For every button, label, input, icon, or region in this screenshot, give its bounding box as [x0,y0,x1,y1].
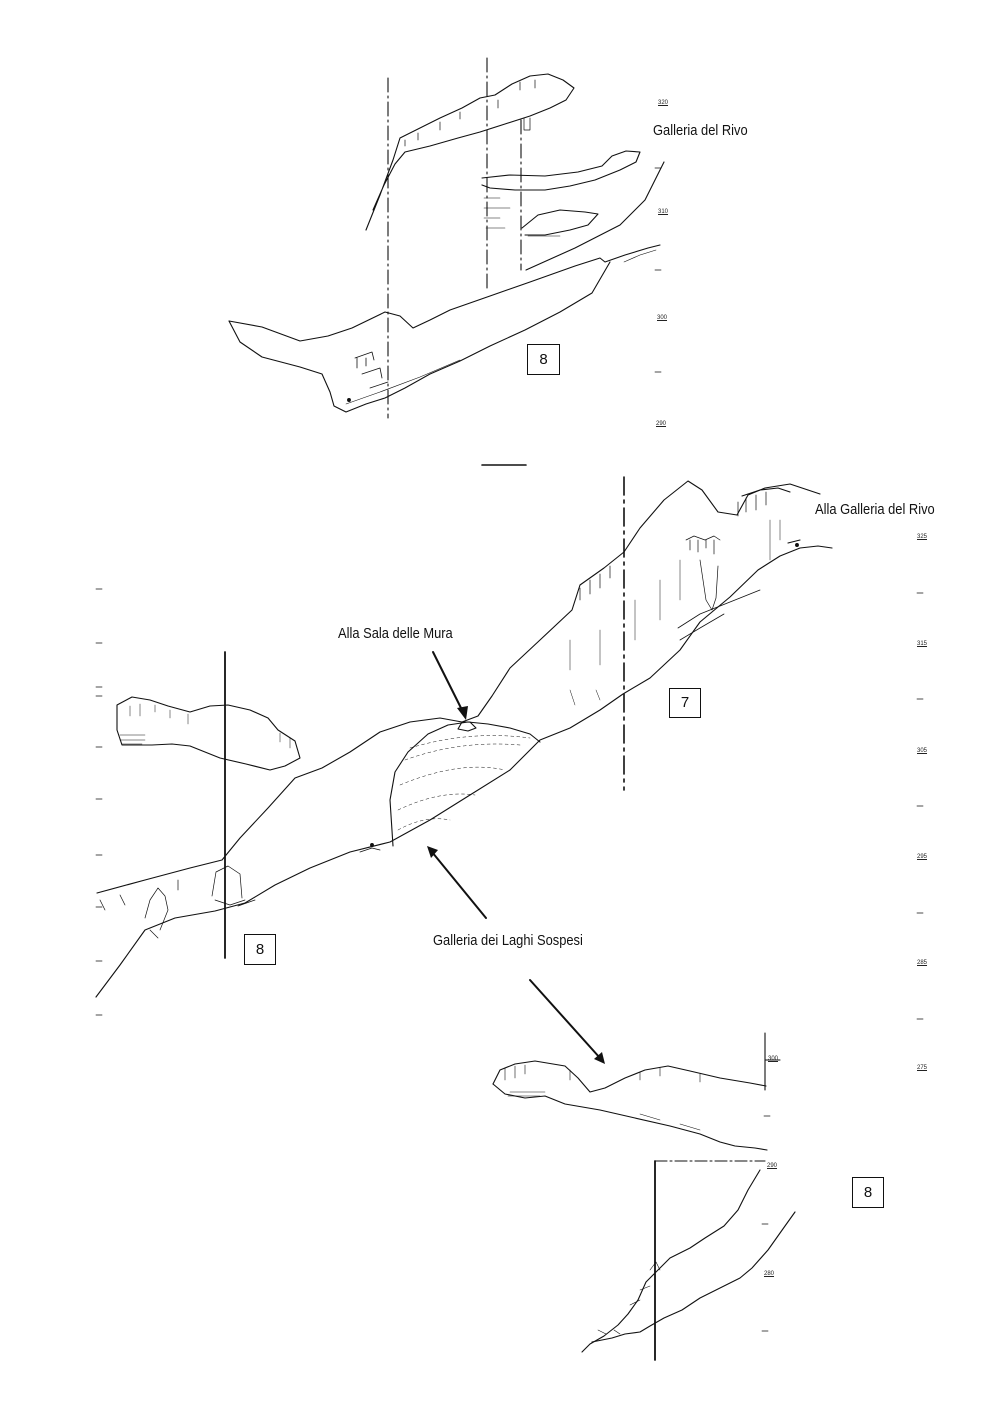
top-upper-gallery-drip [404,79,536,147]
top-right-gallery-1 [481,150,641,191]
middle-right-speleothems [579,491,767,611]
middle-survey-point-1 [370,843,374,847]
top-elevation-320: 320 [658,100,669,106]
label-galleria-dei-laghi-sospesi: Galleria dei Laghi Sospesi [433,932,583,949]
top-elevation-290: 290 [656,421,667,427]
label-galleria-del-rivo: Galleria del Rivo [653,122,748,139]
middle-elevation-285: 285 [917,960,928,966]
top-main-passage-lower [228,261,611,413]
bottom-descending-detail [597,1261,661,1335]
middle-floor-profile [95,545,833,998]
bottom-descending-floor [591,1211,796,1343]
middle-elevation-315: 315 [917,641,928,647]
middle-wall-hatch [569,519,781,706]
top-right-slope [525,161,665,271]
top-elevation-310: 310 [658,209,669,215]
arrow-galleria-laghi-up [427,846,487,919]
section-marker-middle-left-label: 8 [255,941,265,958]
top-right-gallery-hatch [483,197,561,237]
section-marker-middle-right: 7 [669,688,701,718]
middle-right-shoulder [677,589,761,641]
top-main-passage-upper [228,244,661,342]
section-marker-top: 8 [527,344,560,375]
arrow-alla-sala [432,651,468,720]
bottom-scale-bracket [764,1032,781,1091]
top-upper-gallery [365,73,575,231]
bottom-upper-passage [492,1060,767,1093]
middle-left-speleothems [99,865,246,939]
bottom-elevation-280: 280 [764,1271,775,1277]
bottom-upper-passage-floor [492,1083,768,1151]
middle-ceiling-profile [96,480,809,894]
label-alla-galleria-del-rivo: Alla Galleria del Rivo [815,501,935,518]
top-main-passage-floor-detail [345,249,657,405]
middle-section [95,476,924,1064]
middle-right-scale-ticks [916,592,924,1020]
section-marker-top-label: 8 [539,351,548,368]
middle-left-gallery-hatch [119,703,291,749]
bottom-elevation-300: 300 [768,1056,779,1062]
arrow-galleria-laghi-down [529,979,605,1064]
middle-central-chamber-arcs [397,735,531,831]
top-speleothems [354,351,389,389]
middle-central-chamber [389,721,541,847]
top-elevation-300: 300 [657,315,668,321]
middle-left-gallery [116,696,301,771]
top-right-gallery-2 [521,209,599,236]
top-scale-ticks [654,167,662,373]
section-marker-middle-left: 8 [244,934,276,965]
middle-survey-point-2 [795,543,799,547]
middle-elevation-295: 295 [917,854,928,860]
bottom-elevation-290: 290 [767,1163,778,1169]
label-alla-sala-delle-mura: Alla Sala delle Mura [338,625,453,642]
section-marker-middle-right-label: 7 [680,694,690,711]
bottom-upper-drips [504,1064,701,1131]
bottom-scale-ticks [761,1115,771,1332]
bottom-section [492,1032,796,1361]
middle-sala-entrance [457,721,477,732]
top-survey-point [347,398,351,402]
middle-elevation-275: 275 [917,1065,928,1071]
top-section [228,57,665,419]
middle-elevation-305: 305 [917,748,928,754]
bottom-descending-ceiling [581,1169,761,1353]
section-marker-bottom: 8 [852,1177,884,1208]
section-marker-bottom-label: 8 [863,1184,873,1201]
middle-floor-pebbles [237,847,381,907]
middle-upper-right-roof [741,487,821,544]
middle-left-scale-ticks [95,588,103,1016]
middle-elevation-325: 325 [917,534,928,540]
